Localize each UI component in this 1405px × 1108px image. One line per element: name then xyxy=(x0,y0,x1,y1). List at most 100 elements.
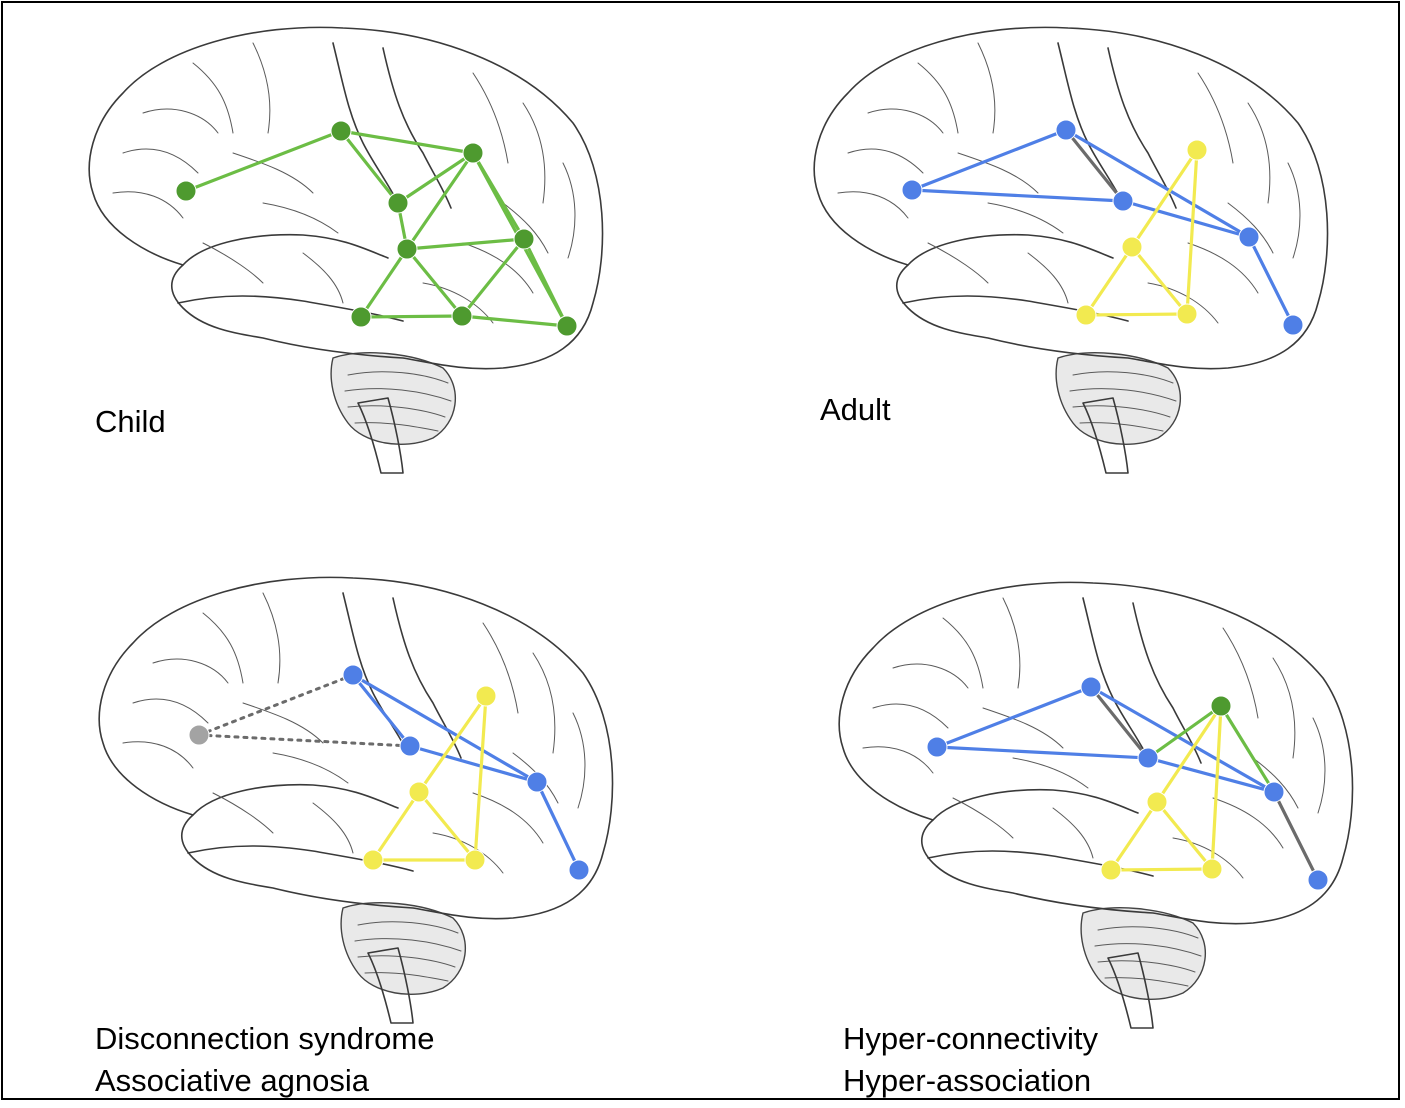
network-edge xyxy=(473,694,488,862)
network-node xyxy=(175,180,197,202)
network-node xyxy=(362,849,384,871)
network-edge xyxy=(1155,800,1214,871)
network-node xyxy=(526,771,548,793)
network-edge xyxy=(1121,199,1251,239)
network-edge xyxy=(408,744,539,784)
network-edge xyxy=(1247,235,1295,327)
network-edge xyxy=(339,129,475,155)
network-node xyxy=(1112,190,1134,212)
network-edge xyxy=(1064,128,1125,203)
network-node xyxy=(1075,304,1097,326)
network-node xyxy=(568,859,590,881)
network-edge xyxy=(460,237,526,318)
network-edge xyxy=(522,237,569,328)
network-edge xyxy=(935,685,1093,749)
panel-label-hyper: Hyper-connectivity Hyper-association xyxy=(843,1018,1098,1102)
network-edge xyxy=(405,237,526,251)
network-edge xyxy=(471,151,526,241)
network-edge xyxy=(1210,704,1223,871)
network-node xyxy=(1263,781,1285,803)
network-node xyxy=(188,724,210,746)
brain-outline xyxy=(88,26,604,474)
network-hyper xyxy=(926,676,1329,891)
network-node xyxy=(342,664,364,686)
panel-label-adult: Adult xyxy=(820,389,891,431)
network-node xyxy=(1055,119,1077,141)
network-edge xyxy=(1084,245,1134,317)
network-node xyxy=(330,120,352,142)
network-node xyxy=(1176,303,1198,325)
network-edge xyxy=(417,790,477,862)
network-node xyxy=(901,179,923,201)
network-node xyxy=(451,305,473,327)
network-edge xyxy=(1109,800,1159,872)
network-edge xyxy=(1272,790,1320,882)
network-edge xyxy=(1130,148,1199,249)
panel-label-disconnection: Disconnection syndrome Associative agnos… xyxy=(95,1018,434,1102)
network-node xyxy=(1186,139,1208,161)
network-edge xyxy=(1155,704,1223,804)
network-node xyxy=(1100,859,1122,881)
network-edge xyxy=(1064,128,1251,239)
network-node xyxy=(1307,869,1329,891)
network-edge xyxy=(359,247,409,319)
network-node xyxy=(1137,747,1159,769)
network-edge xyxy=(1130,245,1189,316)
panel-label-child: Child xyxy=(95,401,166,443)
network-node xyxy=(556,315,578,337)
network-edge-dashed xyxy=(197,733,412,748)
label-line: Hyper-association xyxy=(843,1063,1092,1098)
brain-hyper xyxy=(838,581,1354,1029)
network-edge xyxy=(910,128,1068,192)
network-edge xyxy=(935,745,1150,760)
network-node xyxy=(1146,791,1168,813)
network-node xyxy=(408,781,430,803)
network-edge xyxy=(1084,312,1189,317)
network-edge-dashed xyxy=(197,673,355,737)
network-edge xyxy=(339,129,400,205)
label-line: Associative agnosia xyxy=(95,1063,369,1098)
network-edge xyxy=(1146,756,1276,794)
network-node xyxy=(1282,314,1304,336)
brain-adult xyxy=(813,26,1329,474)
network-node xyxy=(926,736,948,758)
network-edge xyxy=(405,151,475,251)
network-edge xyxy=(359,314,464,319)
network-edge xyxy=(1146,704,1223,760)
network-node xyxy=(399,735,421,757)
brain-child xyxy=(88,26,604,474)
network-node xyxy=(387,192,409,214)
network-edge xyxy=(1089,685,1150,760)
label-line: Hyper-connectivity xyxy=(843,1021,1098,1056)
network-node xyxy=(1201,858,1223,880)
network-edge xyxy=(1185,148,1199,316)
network-node xyxy=(1238,226,1260,248)
brain-disconnection xyxy=(98,576,614,1024)
network-node xyxy=(350,306,372,328)
network-edge xyxy=(405,247,464,318)
network-edge xyxy=(1089,685,1276,794)
network-edge xyxy=(184,129,343,193)
network-edge xyxy=(1219,704,1276,794)
panel-child: Child xyxy=(3,3,703,553)
network-node xyxy=(513,228,535,250)
label-line: Child xyxy=(95,404,166,439)
panel-disconnection: Disconnection syndrome Associative agnos… xyxy=(13,553,713,1103)
brain-outline xyxy=(838,581,1354,1029)
label-line: Disconnection syndrome xyxy=(95,1021,435,1056)
label-line: Adult xyxy=(820,392,891,427)
network-edge xyxy=(535,780,581,872)
network-node xyxy=(1121,236,1143,258)
network-adult xyxy=(901,119,1304,336)
network-node xyxy=(396,238,418,260)
network-edge xyxy=(460,314,569,328)
network-node xyxy=(462,142,484,164)
network-edge xyxy=(910,188,1125,203)
network-node xyxy=(475,685,497,707)
panel-hyper: Hyper-connectivity Hyper-association xyxy=(753,558,1405,1108)
network-child xyxy=(175,120,578,337)
network-node xyxy=(1210,695,1232,717)
network-edge xyxy=(351,673,412,748)
network-edge xyxy=(371,790,421,862)
